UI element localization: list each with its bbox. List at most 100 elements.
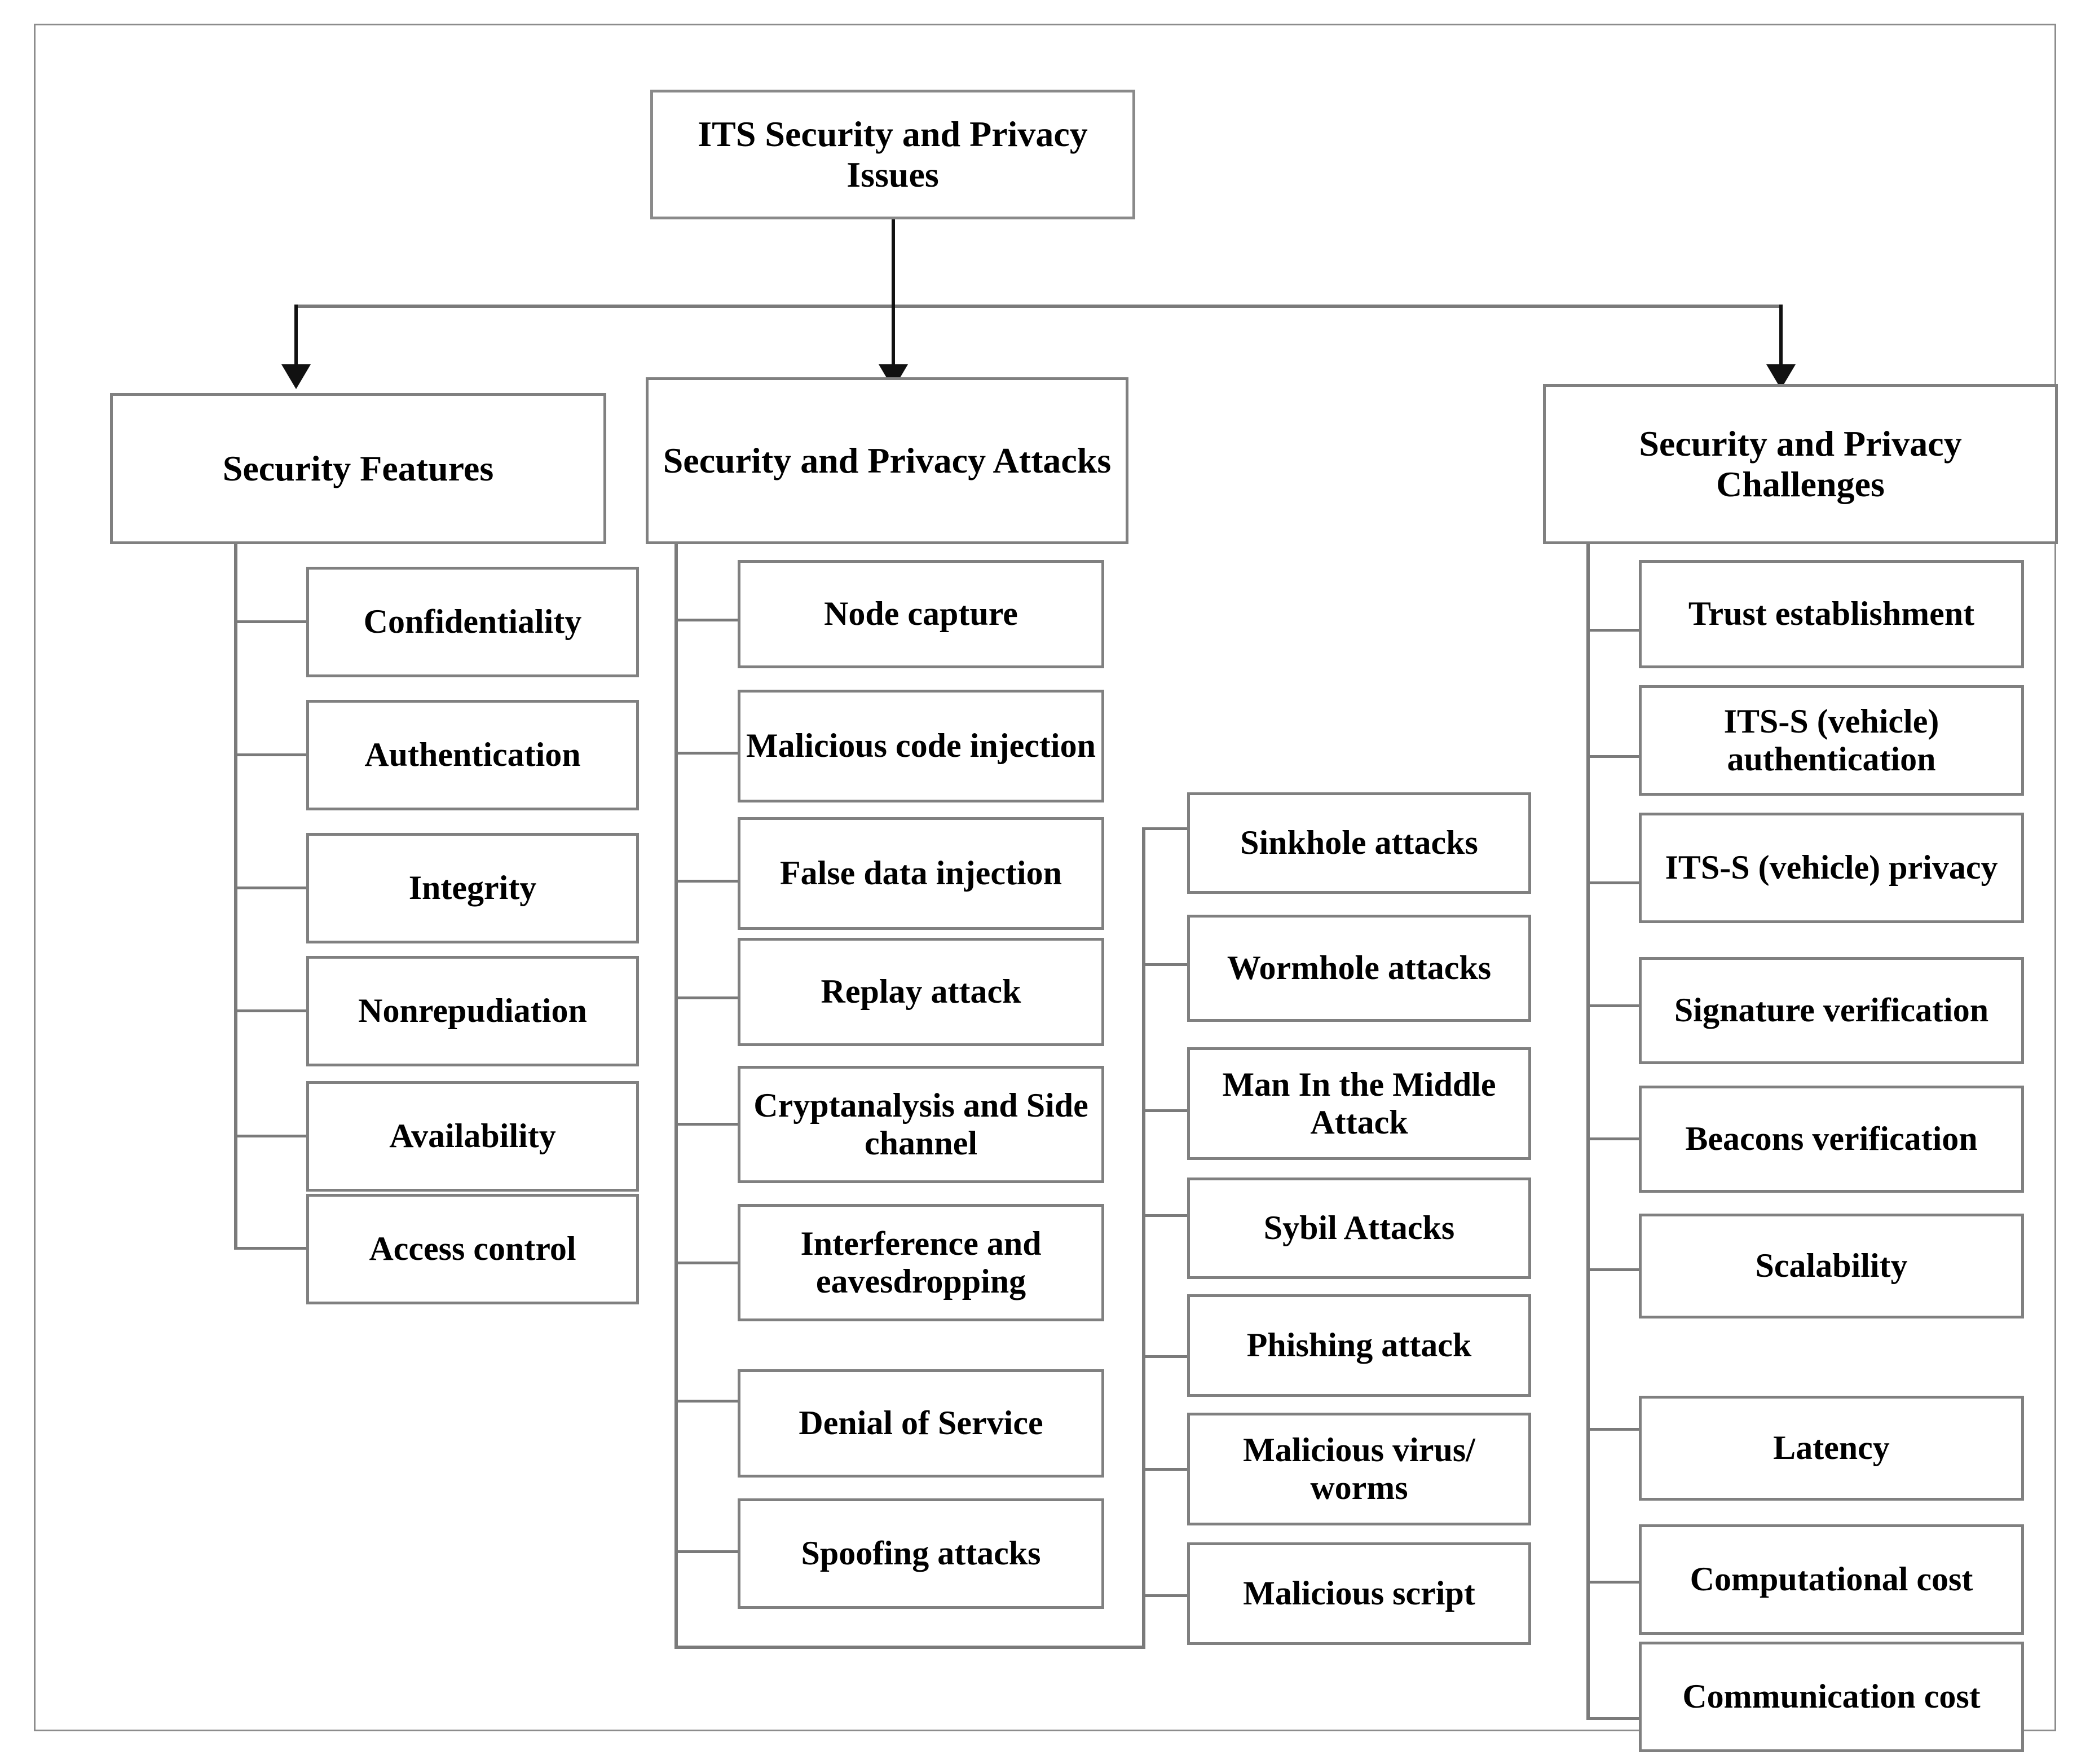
root-node-its-security-and-privacy-issues: ITS Security and Privacy Issues <box>650 90 1135 219</box>
category-label-security-privacy-challenges: Security and Privacy Challenges <box>1639 424 1962 504</box>
leaf-node-beacons-verification: Beacons verification <box>1639 1086 2024 1193</box>
category-node-security-privacy-attacks: Security and Privacy Attacks <box>646 377 1128 544</box>
leaf-node-access-control: Access control <box>306 1194 639 1304</box>
leaf-label-spoofing-attacks: Spoofing attacks <box>801 1534 1041 1572</box>
leaf-label-confidentiality: Confidentiality <box>363 603 582 641</box>
leaf-label-signature-verification: Signature verification <box>1674 991 1989 1029</box>
connector-beacons-verification <box>1586 1137 1639 1140</box>
leaf-node-phishing-attack: Phishing attack <box>1187 1294 1531 1397</box>
leaf-label-computational-cost: Computational cost <box>1690 1560 1973 1598</box>
leaf-label-its-s-vehicle-privacy: ITS-S (vehicle) privacy <box>1665 849 1998 887</box>
connector-replay-attack <box>674 996 738 999</box>
connector-access-control <box>234 1247 306 1250</box>
leaf-node-scalability: Scalability <box>1639 1214 2024 1318</box>
leaf-label-access-control: Access control <box>369 1230 576 1268</box>
spine-attacks-subcolumn <box>1142 827 1145 1649</box>
leaf-label-its-s-vehicle-authentication: ITS-S (vehicle) authentication <box>1723 702 1939 778</box>
branch-drop-left <box>294 305 298 367</box>
leaf-label-integrity: Integrity <box>408 869 537 907</box>
connector-scalability <box>1586 1268 1639 1271</box>
connector-sinkhole-attacks <box>1142 827 1187 830</box>
connector-malicious-script <box>1142 1594 1187 1597</box>
leaf-label-nonrepudiation: Nonrepudiation <box>358 992 587 1030</box>
leaf-node-malicious-virus-worms: Malicious virus/ worms <box>1187 1413 1531 1525</box>
category-node-security-features: Security Features <box>110 393 606 544</box>
connector-its-s-vehicle-authentication <box>1586 755 1639 758</box>
category-node-security-privacy-challenges: Security and Privacy Challenges <box>1543 384 2058 544</box>
connector-malicious-code-injection <box>674 752 738 755</box>
connector-communication-cost <box>1586 1717 1639 1720</box>
connector-nonrepudiation <box>234 1009 306 1012</box>
spine-security-features-lower <box>234 685 237 1248</box>
spine-security-features <box>234 544 237 685</box>
connector-cryptanalysis-and-side-channel <box>674 1123 738 1126</box>
leaf-label-scalability: Scalability <box>1755 1247 1908 1285</box>
leaf-label-availability: Availability <box>389 1117 556 1155</box>
leaf-label-latency: Latency <box>1773 1429 1890 1467</box>
leaf-label-trust-establishment: Trust establishment <box>1688 595 1975 633</box>
root-node-label: ITS Security and Privacy Issues <box>698 114 1088 195</box>
connector-spoofing-attacks <box>674 1550 738 1553</box>
leaf-label-phishing-attack: Phishing attack <box>1246 1326 1472 1364</box>
connector-availability <box>234 1135 306 1137</box>
leaf-node-integrity: Integrity <box>306 833 639 943</box>
branch-drop-right <box>1779 305 1783 367</box>
leaf-node-malicious-script: Malicious script <box>1187 1542 1531 1645</box>
leaf-label-sinkhole-attacks: Sinkhole attacks <box>1240 824 1478 862</box>
leaf-node-denial-of-service: Denial of Service <box>738 1369 1104 1478</box>
connector-integrity <box>234 887 306 889</box>
leaf-label-malicious-code-injection: Malicious code injection <box>746 727 1096 765</box>
leaf-node-trust-establishment: Trust establishment <box>1639 560 2024 668</box>
connector-confidentiality <box>234 620 306 623</box>
arrow-down-security-features <box>281 364 311 389</box>
connector-latency <box>1586 1428 1639 1431</box>
connector-false-data-injection <box>674 880 738 883</box>
spine-security-privacy-attacks <box>674 544 678 1648</box>
leaf-node-sybil-attacks: Sybil Attacks <box>1187 1178 1531 1279</box>
connector-authentication <box>234 753 306 756</box>
leaf-node-malicious-code-injection: Malicious code injection <box>738 690 1104 802</box>
leaf-node-signature-verification: Signature verification <box>1639 957 2024 1064</box>
branch-drop-middle <box>892 305 895 367</box>
connector-node-capture <box>674 619 738 621</box>
leaf-node-false-data-injection: False data injection <box>738 817 1104 930</box>
leaf-label-interference-and-eavesdropping: Interference and eavesdropping <box>800 1224 1042 1300</box>
leaf-node-wormhole-attacks: Wormhole attacks <box>1187 915 1531 1022</box>
leaf-label-beacons-verification: Beacons verification <box>1685 1120 1978 1158</box>
leaf-node-authentication: Authentication <box>306 700 639 810</box>
leaf-node-nonrepudiation: Nonrepudiation <box>306 956 639 1066</box>
leaf-node-node-capture: Node capture <box>738 560 1104 668</box>
figure-frame: ITS Security and Privacy Issues Security… <box>34 24 2058 1752</box>
leaf-node-sinkhole-attacks: Sinkhole attacks <box>1187 792 1531 894</box>
leaf-label-man-in-the-middle-attack: Man In the Middle Attack <box>1222 1065 1496 1141</box>
leaf-node-computational-cost: Computational cost <box>1639 1524 2024 1635</box>
leaf-label-malicious-script: Malicious script <box>1243 1575 1475 1612</box>
leaf-label-replay-attack: Replay attack <box>821 973 1021 1011</box>
leaf-label-false-data-injection: False data injection <box>780 854 1062 892</box>
leaf-node-its-s-vehicle-authentication: ITS-S (vehicle) authentication <box>1639 685 2024 796</box>
leaf-node-cryptanalysis-and-side-channel: Cryptanalysis and Side channel <box>738 1066 1104 1183</box>
leaf-node-latency: Latency <box>1639 1396 2024 1501</box>
leaf-node-man-in-the-middle-attack: Man In the Middle Attack <box>1187 1047 1531 1160</box>
root-stem <box>892 219 895 306</box>
leaf-node-its-s-vehicle-privacy: ITS-S (vehicle) privacy <box>1639 813 2024 923</box>
leaf-label-malicious-virus-worms: Malicious virus/ worms <box>1243 1431 1475 1506</box>
connector-trust-establishment <box>1586 629 1639 632</box>
category-label-security-features: Security Features <box>222 448 494 489</box>
leaf-node-confidentiality: Confidentiality <box>306 567 639 677</box>
leaf-node-interference-and-eavesdropping: Interference and eavesdropping <box>738 1204 1104 1321</box>
leaf-label-sybil-attacks: Sybil Attacks <box>1263 1209 1455 1247</box>
leaf-node-spoofing-attacks: Spoofing attacks <box>738 1498 1104 1609</box>
connector-signature-verification <box>1586 1004 1639 1007</box>
leaf-node-replay-attack: Replay attack <box>738 938 1104 1046</box>
leaf-label-wormhole-attacks: Wormhole attacks <box>1227 949 1492 987</box>
leaf-label-denial-of-service: Denial of Service <box>799 1404 1043 1442</box>
bridge-attacks-to-subcolumn <box>674 1646 1145 1649</box>
connector-interference-and-eavesdropping <box>674 1262 738 1264</box>
leaf-label-communication-cost: Communication cost <box>1682 1678 1981 1716</box>
connector-denial-of-service <box>674 1400 738 1403</box>
connector-wormhole-attacks <box>1142 963 1187 966</box>
connector-sybil-attacks <box>1142 1214 1187 1217</box>
category-label-security-privacy-attacks: Security and Privacy Attacks <box>663 440 1112 481</box>
